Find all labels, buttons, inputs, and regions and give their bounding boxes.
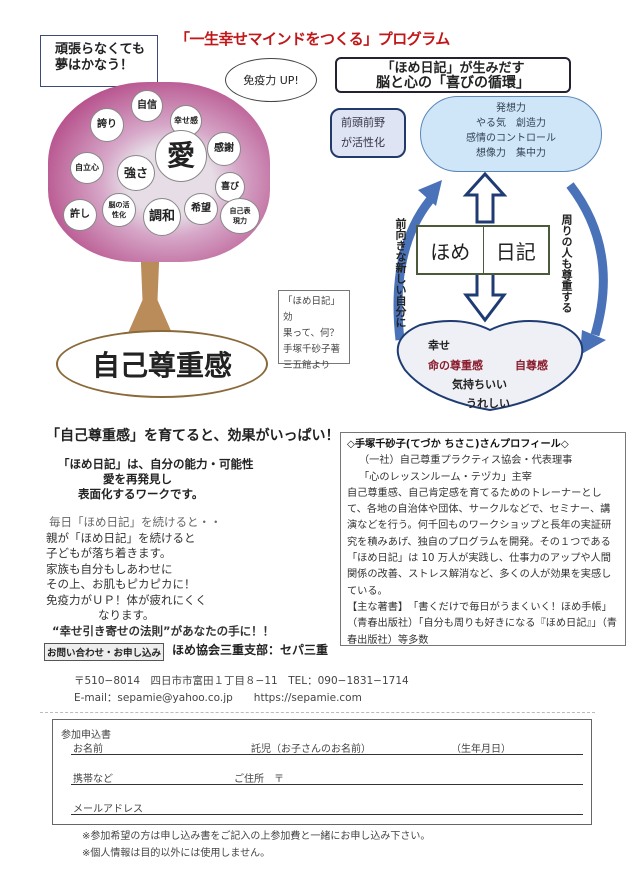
cut-line bbox=[40, 712, 595, 713]
heart-text: 気持ちいい bbox=[452, 378, 507, 391]
cycle-arrows bbox=[393, 171, 608, 355]
benefit-line: 免疫力がＵＰ！体が疲れにくく bbox=[46, 592, 207, 607]
tree-bubble: 感謝 bbox=[207, 132, 241, 166]
tree-bubble: 喜び bbox=[215, 172, 245, 202]
program-title: 「一生幸せマインドをつくる」プログラム bbox=[175, 30, 450, 48]
cloud-line: やる気 創造力 bbox=[476, 118, 546, 129]
address-label: ご住所 〒 bbox=[234, 774, 284, 785]
address-line: 〒510−8014 四日市市富田１丁目８−11 TEL：090−1831−171… bbox=[74, 675, 409, 687]
diagram-header: 「ほめ日記」が生みだす 脳と心の「喜びの循環」 bbox=[335, 57, 571, 93]
left-arrow-label: 前向きな新しい自分に bbox=[394, 218, 407, 328]
scroll-line: 頑張らなくても bbox=[55, 42, 145, 57]
heart-text: うれしい bbox=[466, 397, 510, 410]
heart-shape bbox=[396, 320, 584, 412]
tree-bubble: 強さ bbox=[117, 155, 155, 191]
profile-line: 「心のレッスンルーム・テヅカ」主宰 bbox=[359, 471, 532, 483]
citation-box: 「ほめ日記」効 果って、何？ 手塚千砂子著 三五館より bbox=[278, 290, 350, 371]
heart-text: 命の尊重感 bbox=[428, 359, 483, 372]
tree-bubble: 誇り bbox=[90, 108, 124, 142]
profile-line: 自己尊重感、自己肯定感を育てるためのトレーナーとして、各地の自治体や団体、サーク… bbox=[347, 487, 612, 597]
intro-text: 「ほめ日記」は、自分の能力・可能性 愛を再発見し 表面化するワークです。 bbox=[58, 457, 254, 502]
prefrontal-callout: 前頭前野 が活性化 bbox=[330, 108, 406, 158]
profile-title: ◇手塚千砂子(てづか ちさこ)さんプロフィール◇ bbox=[347, 439, 569, 450]
child-label: 託児（お子さんのお名前） bbox=[251, 744, 371, 755]
organization-name: ほめ協会三重支部：セパ三重 bbox=[172, 643, 329, 657]
contact-info: 〒510−8014 四日市市富田１丁目８−11 TEL：090−1831−171… bbox=[74, 673, 409, 707]
name-field[interactable]: お名前 託児（お子さんのお名前） （生年月日） bbox=[71, 740, 583, 755]
birthday-label: （生年月日） bbox=[451, 744, 511, 755]
contact-label: お問い合わせ・お申し込み bbox=[44, 643, 165, 661]
benefit-line: 家族も自分もしあわせに bbox=[46, 561, 173, 576]
speech-bubble: 免疫力 UP! bbox=[225, 58, 317, 102]
benefit-line: “幸せ引き寄せの法則”があなたの手に！！ bbox=[52, 623, 275, 638]
right-arrowhead bbox=[580, 330, 606, 355]
tree-bubble: 許し bbox=[63, 199, 97, 231]
tree-bubble: 脳の活性化 bbox=[102, 193, 136, 227]
cloud-line: 想像力 集中力 bbox=[476, 148, 546, 159]
callout-line: 前頭前野 bbox=[341, 116, 385, 129]
application-form: 参加申込書 お名前 託児（お子さんのお名前） （生年月日） 携帯など ご住所 〒… bbox=[52, 719, 592, 825]
book-left-page: ほめ bbox=[418, 227, 484, 273]
benefit-line: その上、お肌もピカピカに！ bbox=[46, 577, 196, 591]
intro-line: 表面化するワークです。 bbox=[78, 487, 204, 501]
email-label: メールアドレス bbox=[73, 804, 143, 815]
up-arrow-icon bbox=[462, 171, 508, 224]
email-field[interactable]: メールアドレス bbox=[71, 800, 583, 815]
benefit-line: 毎日「ほめ日記」を続けると・・ bbox=[49, 515, 222, 529]
abilities-cloud: 発想力 やる気 創造力 感情のコントロール 想像力 集中力 bbox=[420, 96, 602, 172]
tree-bubble: 調和 bbox=[143, 198, 181, 236]
cloud-line: 発想力 bbox=[496, 103, 526, 114]
benefit-line: 親が「ほめ日記」を続けると bbox=[46, 530, 196, 545]
benefit-line: 子どもが落ち着きます。 bbox=[46, 546, 172, 560]
right-arrow-label: 周りの人も尊重する bbox=[560, 214, 573, 313]
intro-line: 「ほめ日記」は、自分の能力・可能性 bbox=[58, 457, 254, 471]
down-arrow-icon bbox=[462, 271, 508, 323]
heart-text: 自尊感 bbox=[515, 359, 548, 372]
right-curve-arrow bbox=[566, 182, 608, 337]
phone-address-field[interactable]: 携帯など ご住所 〒 bbox=[71, 770, 583, 785]
form-title: 参加申込書 bbox=[61, 730, 111, 741]
citation-line: 手塚千砂子著 bbox=[283, 344, 341, 355]
profile-line: 【主な著書】 「書くだけで毎日がうまくいく！ほめ手帳」（青春出版社）「自分も周り… bbox=[347, 601, 617, 646]
profile-line: （一社）自己尊重プラクティス協会・代表理事 bbox=[359, 455, 573, 467]
homenikki-book: ほめ 日記 bbox=[416, 225, 550, 275]
email-line[interactable]: E-mail：sepamie@yahoo.co.jp https://sepam… bbox=[74, 692, 362, 704]
tree-bubble: 愛 bbox=[155, 130, 207, 182]
cloud-line: 感情のコントロール bbox=[466, 133, 556, 144]
tree-bubble: 自己表現力 bbox=[220, 198, 260, 234]
citation-line: 三五館より bbox=[283, 360, 331, 371]
citation-line: 「ほめ日記」効 bbox=[283, 296, 341, 323]
scroll-banner: 頑張らなくても 夢はかなう！ bbox=[40, 35, 158, 87]
benefits-text: 毎日「ほめ日記」を続けると・・ 親が「ほめ日記」を続けると 子どもが落ち着きます… bbox=[46, 515, 274, 639]
heart-text: 幸せ bbox=[428, 339, 450, 352]
left-curve-arrow bbox=[393, 197, 434, 341]
tree-bubble: 希望 bbox=[184, 193, 218, 225]
note-line: ※参加希望の方は申し込み書をご記入の上参加費と一緒にお申し込み下さい。 bbox=[82, 831, 431, 842]
diagram-header-line: 「ほめ日記」が生みだす bbox=[381, 61, 525, 76]
form-notes: ※参加希望の方は申し込み書をご記入の上参加費と一緒にお申し込み下さい。 ※個人情… bbox=[82, 828, 430, 862]
phone-label: 携帯など bbox=[73, 774, 113, 785]
scroll-line: 夢はかなう！ bbox=[55, 58, 134, 73]
left-arrowhead bbox=[418, 180, 442, 206]
profile-box: ◇手塚千砂子(てづか ちさこ)さんプロフィール◇ （一社）自己尊重プラクティス協… bbox=[340, 432, 626, 646]
callout-line: が活性化 bbox=[341, 136, 385, 149]
note-line: ※個人情報は目的以外には使用しません。 bbox=[82, 848, 271, 859]
citation-line: 果って、何？ bbox=[283, 328, 340, 339]
benefit-line: なります。 bbox=[98, 608, 155, 622]
tree-bubble: 自信 bbox=[131, 90, 163, 122]
intro-line: 愛を再発見し bbox=[103, 472, 172, 486]
tree-bubble: 自立心 bbox=[70, 152, 104, 184]
self-esteem-root: 自己尊重感 bbox=[56, 330, 268, 398]
section-heading: 「自己尊重感」を育てると、効果がいっぱい！ bbox=[46, 428, 340, 444]
name-label: お名前 bbox=[73, 744, 103, 755]
diagram-header-line: 脳と心の「喜びの循環」 bbox=[376, 75, 530, 91]
book-right-page: 日記 bbox=[495, 239, 536, 264]
